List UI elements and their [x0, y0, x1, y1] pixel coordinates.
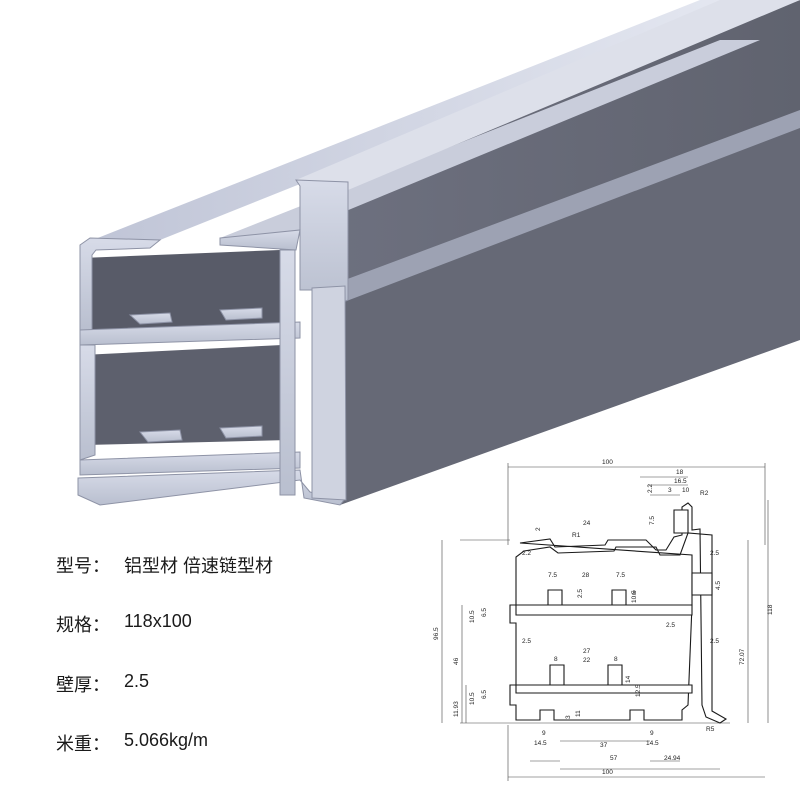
section-outline — [509, 502, 728, 724]
profile-side-face-lower — [320, 120, 800, 505]
dim-2-2b: 2.2 — [522, 550, 531, 557]
dim-8b: 8 — [614, 656, 618, 663]
dim-22: 22 — [583, 657, 591, 664]
dim-7-5a: 7.5 — [649, 516, 656, 525]
spec-model: 型号： 铝型材 倍速链型材 — [56, 552, 273, 578]
dim-width-top: 100 — [602, 459, 613, 466]
profile-top-slot — [220, 40, 760, 238]
dim-7-5b: 7.5 — [548, 572, 557, 579]
dim-width-bottom: 100 — [602, 769, 613, 776]
profile-top-right — [296, 0, 800, 190]
spec-wall: 壁厚： 2.5 — [56, 671, 149, 697]
dim-3a: 3 — [668, 487, 672, 494]
dim-6-5a: 6.5 — [481, 608, 488, 617]
dim-8a: 8 — [554, 656, 558, 663]
dim-2-5d: 2.5 — [710, 638, 719, 645]
dim-24: 24 — [583, 520, 591, 527]
dim-2-5a: 2.5 — [577, 589, 584, 598]
dim-28: 28 — [582, 572, 590, 579]
dim-r2: R2 — [700, 490, 709, 497]
dimension-lines — [441, 463, 769, 781]
dim-10: 10 — [682, 487, 690, 494]
dim-9a: 9 — [542, 730, 546, 737]
dim-gap-46: 46 — [453, 657, 460, 665]
dim-2-5e: 2.5 — [710, 550, 719, 557]
profile-3d-render — [77, 0, 800, 506]
spec-size-value: 118x100 — [124, 611, 192, 631]
spec-wall-value: 2.5 — [124, 671, 150, 691]
dim-14-5a: 14.5 — [534, 740, 547, 747]
dim-37: 37 — [600, 742, 608, 749]
spec-model-label: 型号： — [56, 556, 110, 577]
profile-cavity-lower — [82, 345, 290, 445]
dimension-labels: 100 100 118 96.5 72.07 46 11.93 18 16.5 … — [433, 459, 774, 776]
dim-9b: 9 — [650, 730, 654, 737]
dim-height-total: 118 — [767, 604, 774, 615]
dim-2-5b: 2.5 — [522, 638, 531, 645]
dim-3c: 3 — [565, 715, 572, 719]
dim-16-5: 16.5 — [674, 478, 687, 485]
spec-model-value: 铝型材 倍速链型材 — [124, 556, 274, 576]
spec-size-label: 规格： — [56, 615, 110, 636]
dim-27: 27 — [583, 648, 591, 655]
dim-57: 57 — [610, 755, 618, 762]
spec-weight: 米重： 5.066kg/m — [56, 730, 208, 756]
dim-10-5c: 10.5 — [469, 692, 476, 705]
profile-end-face — [77, 179, 349, 506]
dim-3b: 3 — [632, 590, 636, 597]
dim-2-2a: 2.2 — [647, 484, 654, 493]
dim-7-5c: 7.5 — [616, 572, 625, 579]
dim-11: 11 — [575, 710, 582, 717]
spec-weight-label: 米重： — [56, 734, 110, 755]
dim-14: 14 — [625, 675, 632, 683]
dim-10-5a: 10.5 — [631, 590, 638, 603]
dim-r1: R1 — [572, 532, 581, 539]
dim-2-5c: 2.5 — [666, 622, 675, 629]
dim-4-5: 4.5 — [715, 581, 722, 590]
dim-18: 18 — [676, 469, 684, 476]
spec-size: 规格： 118x100 — [56, 611, 192, 637]
dim-11-93: 11.93 — [453, 701, 460, 717]
spec-wall-label: 壁厚： — [56, 675, 110, 696]
cross-section-drawing: 100 100 118 96.5 72.07 46 11.93 18 16.5 … — [433, 459, 774, 781]
dim-height-72: 72.07 — [739, 648, 746, 665]
dim-24-94: 24.94 — [664, 755, 681, 762]
dim-10-5b: 10.5 — [469, 610, 476, 623]
profile-ridge — [318, 110, 800, 305]
spec-weight-value: 5.066kg/m — [124, 730, 209, 750]
dim-height-96: 96.5 — [433, 627, 440, 640]
dim-12-5: 12.5 — [635, 684, 642, 697]
dim-r5: R5 — [706, 726, 715, 733]
dim-2a: 2 — [535, 527, 542, 531]
dim-14-5b: 14.5 — [646, 740, 659, 747]
dim-6-5b: 6.5 — [481, 690, 488, 699]
